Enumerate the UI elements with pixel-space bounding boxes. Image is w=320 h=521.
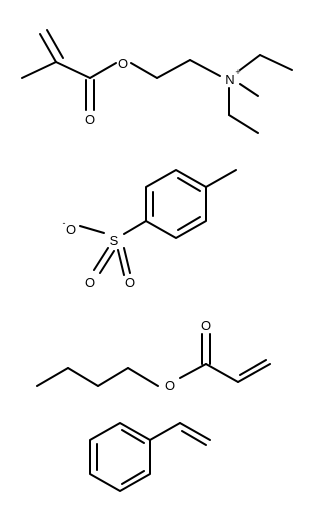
bond-double-a [39, 33, 57, 63]
bond-ethyl1-ch3 [259, 54, 293, 71]
atom-o-carbonyl: O [201, 318, 211, 333]
bond-bu-3 [97, 367, 129, 387]
bond-bu-o [127, 367, 159, 387]
bond-double-b [46, 29, 64, 59]
bond-s-o1-b [99, 250, 115, 274]
atom-o-ester: O [165, 378, 175, 393]
atom-o-carbonyl: O [85, 112, 95, 127]
ring-db-2 [177, 216, 201, 231]
bond-s-o1-a [93, 247, 109, 271]
bond-c-oester [89, 62, 117, 79]
bond-s-o2-a [117, 249, 125, 276]
bond-methyl [21, 61, 57, 79]
molecule-butyl-acrylate: O O [36, 318, 271, 393]
charge-plus: + [235, 67, 240, 77]
molecule-styrene [89, 422, 211, 492]
bond-bu-2 [67, 367, 99, 387]
bond-bu-1 [36, 367, 69, 387]
molecule-methacryloyloxyethyl-ammonium: O O N + [21, 29, 293, 134]
atom-s: S [110, 233, 119, 248]
atom-n: N [225, 72, 234, 87]
charge-minus: - [63, 218, 66, 228]
bond-vinyl-a [179, 422, 211, 441]
ring-styrene [89, 422, 151, 492]
bond-vinyl-a [237, 363, 271, 383]
bond-vinyl-b [239, 359, 267, 376]
bond-ring-ch [149, 422, 181, 441]
bond-ring-methyl [205, 169, 237, 188]
atom-o-ester: O [118, 56, 128, 71]
atom-o-sulfonyl-2: O [125, 275, 135, 290]
atom-o-minus: O [66, 222, 76, 237]
bond-o-carbonyl [179, 363, 207, 379]
molecule-tosylate: O - S O O [63, 169, 237, 290]
bond-o-ch2 [130, 62, 158, 79]
bond-ethyl2-ch3 [228, 114, 259, 134]
bond-n-ethyl1 [239, 54, 261, 71]
bond-ch2-n [189, 59, 221, 77]
bond-c-carbonyl [55, 61, 91, 79]
ring-tosyl [145, 169, 207, 239]
bond-s-ominus [79, 225, 105, 234]
ring-db-2 [121, 470, 145, 485]
bond-ring-s [123, 220, 147, 235]
bond-s-o2-b [123, 247, 131, 274]
bond-vinyl-b [181, 430, 207, 446]
bond-n-methyl [239, 83, 259, 97]
atom-o-sulfonyl-1: O [85, 275, 95, 290]
ring-db-3 [121, 429, 145, 444]
bond-ch2-ch2 [156, 59, 191, 79]
ring-db-1 [177, 177, 201, 192]
bond-c-ch [205, 363, 239, 383]
